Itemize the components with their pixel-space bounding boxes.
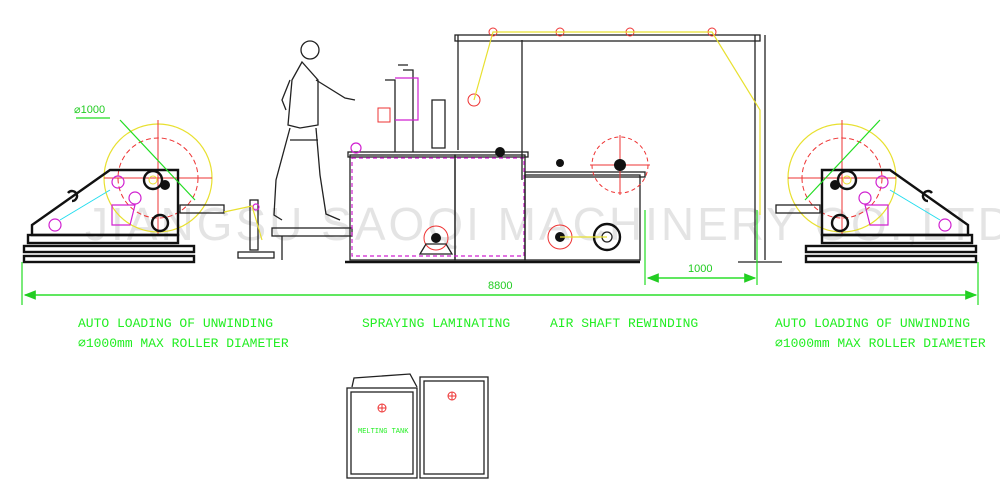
melting-tank: MELTING TANK [346, 373, 489, 479]
web-path-frame [454, 27, 766, 260]
operator-figure [273, 40, 356, 221]
section-label: AUTO LOADING OF UNWINDING [775, 316, 970, 331]
tank-label: MELTING TANK [358, 428, 409, 436]
air-shaft-rewinding-unit [345, 135, 650, 264]
dimension-8800: 8800 [21, 262, 979, 305]
section-sublabel: ⌀1000mm MAX ROLLER DIAMETER [775, 336, 986, 351]
guide-stand-left [223, 199, 275, 259]
section-label: SPRAYING LAMINATING [362, 316, 510, 331]
section-label: AUTO LOADING OF UNWINDING [78, 316, 273, 331]
diameter-callout: ⌀1000 [74, 104, 110, 119]
section-label: AIR SHAFT REWINDING [550, 316, 698, 331]
spraying-laminating-unit [347, 64, 529, 261]
svg-text:⌀1000: ⌀1000 [74, 104, 105, 116]
svg-text:1000: 1000 [688, 263, 712, 275]
dimension-1000: 1000 [644, 210, 758, 285]
svg-text:8800: 8800 [488, 280, 512, 292]
section-sublabel: ⌀1000mm MAX ROLLER DIAMETER [78, 336, 289, 351]
